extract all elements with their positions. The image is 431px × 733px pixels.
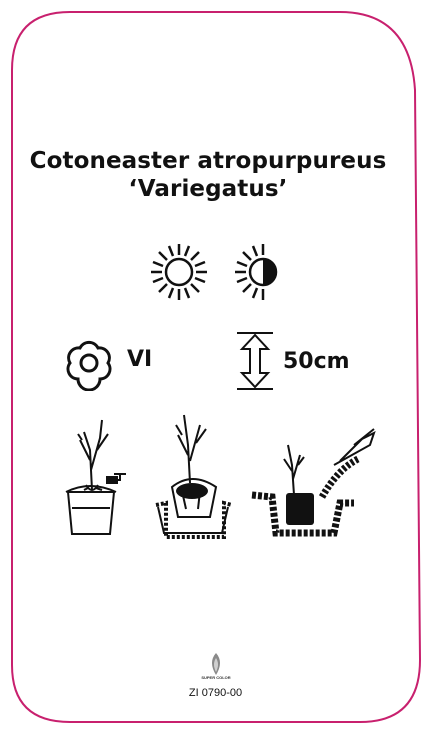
flower-icon <box>66 340 112 391</box>
place-in-hole-icon <box>155 414 233 539</box>
product-code: ZI 0790-00 <box>188 687 243 699</box>
height-arrow-icon <box>237 332 273 390</box>
bloom-month: VI <box>127 347 153 372</box>
water-bucket-icon <box>65 419 126 535</box>
partial-shade-icon <box>235 244 278 300</box>
fill-soil-icon <box>251 428 376 537</box>
super-color-logo-text: SUPER COLOR <box>201 675 231 680</box>
full-sun-icon <box>151 244 207 300</box>
height-value: 50cm <box>283 349 350 374</box>
plant-name: Cotoneaster atropurpureus <box>29 148 387 174</box>
super-color-logo-icon <box>212 653 220 675</box>
cultivar-name: ‘Variegatus’ <box>128 176 288 202</box>
